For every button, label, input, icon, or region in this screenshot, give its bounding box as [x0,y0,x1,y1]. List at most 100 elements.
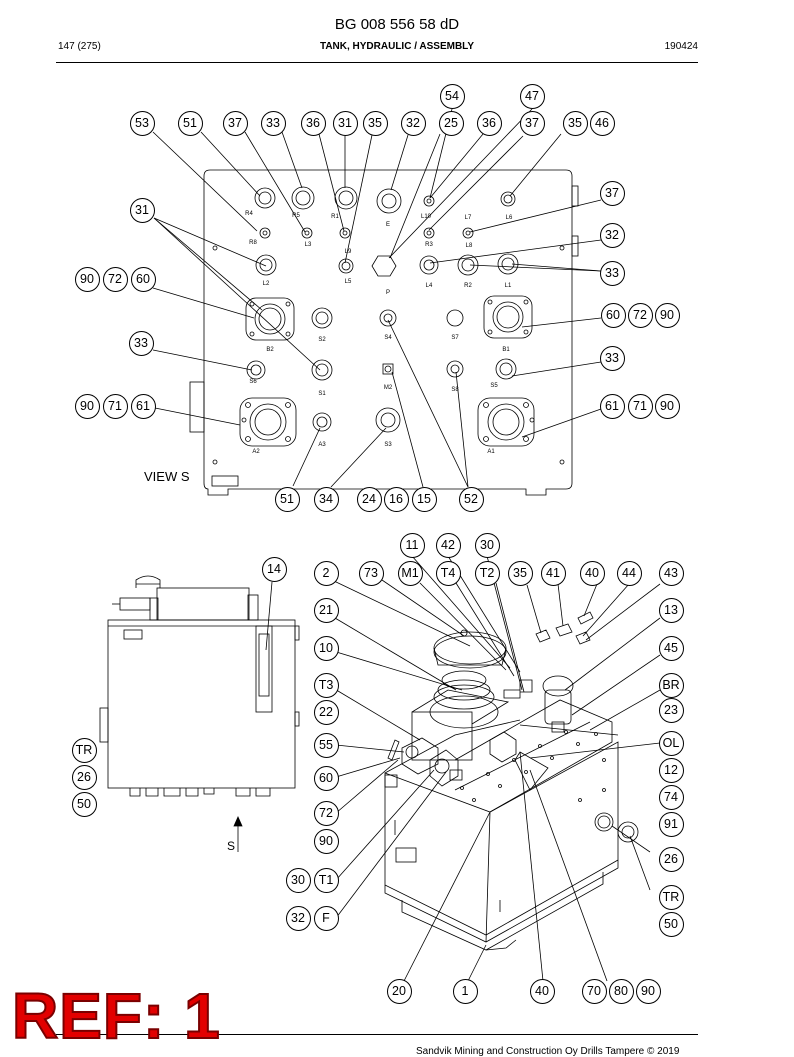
view-s-callout: 37 [519,110,545,136]
page-number: 147 (275) [58,41,101,52]
assembly-callout: 43 [658,560,684,586]
view-s-callout: 90 [654,302,680,328]
view-s-callout: 35 [362,110,388,136]
assembly-callout: 72 [313,800,339,826]
view-s-callout: 24 [356,486,382,512]
assembly-callout: M1 [397,560,423,586]
assembly-callout: 73 [358,560,384,586]
port-label: L3 [304,242,312,248]
assembly-callout: 23 [658,697,684,723]
assembly-callout: 32 [285,905,311,931]
assembly-callout: F [313,905,339,931]
port-label: L5 [344,279,352,285]
assembly-callout: 40 [579,560,605,586]
view-s-callout: 54 [439,83,465,109]
port-label: R8 [249,240,257,246]
port-label: A2 [252,449,260,455]
view-s-callout: 90 [74,266,100,292]
assembly-callout: T3 [313,672,339,698]
page-title: TANK, HYDRAULIC / ASSEMBLY [319,41,475,52]
assembly-callout: TR [71,737,97,763]
header-rule [56,62,698,63]
port-label: R5 [292,213,300,219]
view-s-callout: 90 [654,393,680,419]
view-s-callout: 32 [599,222,625,248]
view-s-callout: 60 [600,302,626,328]
view-s-callout: 90 [74,393,100,419]
port-label: A1 [487,449,495,455]
view-s-callout: 71 [102,393,128,419]
assembly-callout: 60 [313,765,339,791]
document-date: 190424 [664,41,698,52]
assembly-callout: 26 [71,764,97,790]
assembly-callout: 55 [313,732,339,758]
port-label: S7 [451,335,459,341]
assembly-callout: T1 [313,867,339,893]
port-label: L7 [464,215,472,221]
footer-copyright: Sandvik Mining and Construction Oy Drill… [416,1046,680,1057]
view-s-label: VIEW S [144,469,190,484]
port-label: R1 [331,214,339,220]
assembly-callout: T4 [435,560,461,586]
isometric-assembly [384,611,639,951]
port-label: S4 [384,335,392,341]
assembly-callout: BR [658,672,684,698]
port-label: B1 [502,347,510,353]
view-s-callout: 61 [599,393,625,419]
footer-rule [56,1034,698,1035]
port-label: L2 [262,281,270,287]
document-code: BG 008 556 58 dD [334,16,460,33]
assembly-callout: OL [658,730,684,756]
assembly-callout: 2 [313,560,339,586]
view-s-callout: 37 [599,180,625,206]
assembly-callout: 42 [435,532,461,558]
port-label: R3 [425,242,433,248]
assembly-callout: 10 [313,635,339,661]
view-s-callout: 51 [177,110,203,136]
view-s-callout: 33 [260,110,286,136]
port-label: L1 [504,283,512,289]
view-s-callout: 16 [383,486,409,512]
assembly-callout: 50 [71,791,97,817]
view-s-callout: 71 [627,393,653,419]
assembly-callout: 35 [507,560,533,586]
port-label: S1 [318,391,326,397]
port-label: L9 [344,249,352,255]
view-s-callout: 46 [589,110,615,136]
assembly-callout: 91 [658,811,684,837]
view-s-panel [189,169,579,496]
assembly-callout: 22 [313,699,339,725]
view-s-callout: 72 [102,266,128,292]
assembly-callout: 12 [658,757,684,783]
assembly-callout: 70 [581,978,607,1004]
assembly-callout: 90 [635,978,661,1004]
assembly-callout: 80 [608,978,634,1004]
view-s-callout: 32 [400,110,426,136]
view-s-callout: 31 [129,197,155,223]
assembly-callout: 74 [658,784,684,810]
view-s-callout: 31 [332,110,358,136]
view-s-callout: 52 [458,486,484,512]
view-s-callout: 72 [627,302,653,328]
view-arrow-label: S [227,839,236,853]
assembly-callout: 20 [386,978,412,1004]
view-s-callout: 60 [130,266,156,292]
view-s-callout: 35 [562,110,588,136]
assembly-callout: 40 [529,978,555,1004]
port-label: S8 [451,387,459,393]
assembly-callout: 1 [452,978,478,1004]
port-label: P [385,290,391,296]
port-label: S6 [249,379,257,385]
view-s-callout: 36 [476,110,502,136]
view-s-callout: 36 [300,110,326,136]
assembly-callout: 14 [261,556,287,582]
assembly-callout: TR [658,884,684,910]
ref-stamp: REF: 1 [11,980,221,1052]
assembly-callout: T2 [474,560,500,586]
port-label: S3 [384,442,392,448]
view-s-callout: 15 [411,486,437,512]
view-s-callout: 53 [129,110,155,136]
port-label: L8 [465,243,473,249]
port-label: R2 [464,283,472,289]
assembly-callout: 30 [285,867,311,893]
